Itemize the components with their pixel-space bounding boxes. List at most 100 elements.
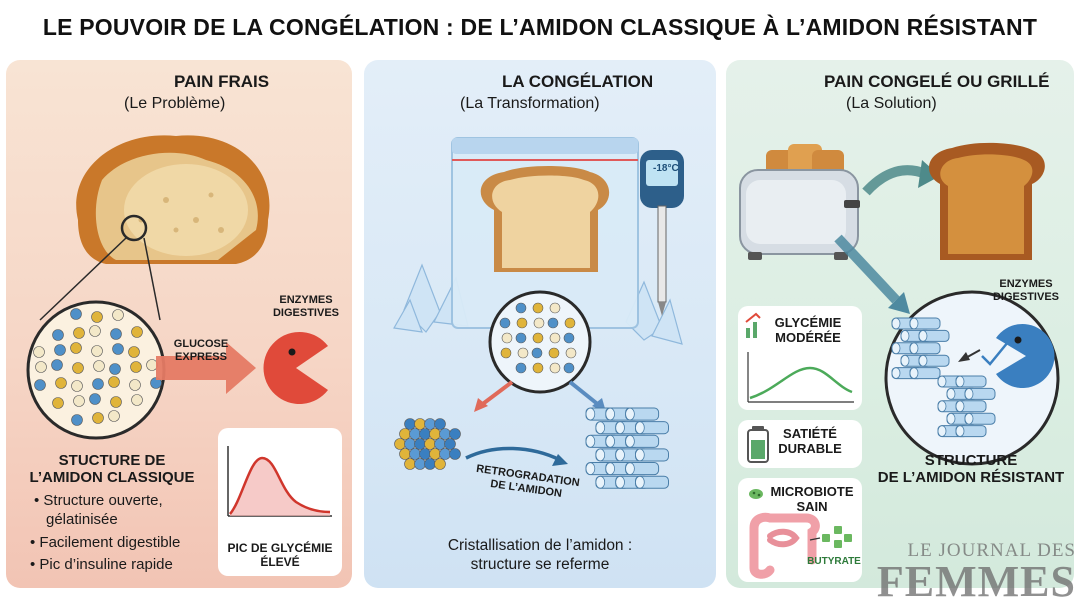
benefit-glycemia-label: GLYCÉMIE MODÉRÉE (774, 315, 842, 345)
starch-granule (548, 347, 560, 359)
enzymes-label-solution: ENZYMES DIGESTIVES (992, 278, 1060, 303)
starch-granule (404, 418, 416, 430)
starch-granule (516, 317, 528, 329)
crystal-rod-cap (909, 367, 919, 379)
starch-granule (532, 362, 544, 374)
starch-granule (515, 302, 527, 314)
panel-solution-heading: PAIN CONGELÉ OU GRILLÉ (824, 72, 1050, 91)
starch-granule (146, 359, 158, 371)
enzymes-label-problem: ENZYMES DIGESTIVES (272, 294, 340, 319)
starch-granule (439, 448, 451, 460)
crystal-rod-cap (635, 448, 645, 462)
starch-granule (110, 328, 122, 340)
crystal-rod-cap (900, 330, 910, 342)
problem-illustration (26, 135, 342, 576)
starch-granule (499, 317, 511, 329)
starch-granule (108, 410, 120, 422)
starch-granule (429, 428, 441, 440)
starch-granule (429, 448, 441, 460)
starch-granule (72, 362, 84, 374)
starch-granule (449, 448, 461, 460)
granule-cluster-icon (394, 418, 461, 470)
starch-granule (439, 428, 451, 440)
crystal-rod-cap (635, 475, 645, 489)
starch-granule (33, 346, 45, 358)
starch-granule (112, 343, 124, 355)
starch-granule (110, 396, 122, 408)
intestine-icon (749, 512, 820, 579)
crystal-rod-cap (595, 475, 606, 489)
enzyme-pacman-icon (996, 324, 1055, 388)
starch-granule (109, 363, 121, 375)
benefit-microbiote-label: MICROBIOTE SAIN (770, 484, 854, 514)
classic-structure-title: STUCTURE DE L’AMIDON CLASSIQUE (29, 452, 195, 487)
starch-granule (414, 438, 426, 450)
classic-bullet-1-cont: gélatinisée (46, 511, 118, 528)
starch-granule (129, 379, 141, 391)
crystal-rod-cap (937, 400, 947, 413)
retrogradation-arrow-icon (465, 446, 561, 462)
starch-granule (128, 346, 140, 358)
crystal-rod-cap (937, 425, 947, 437)
starch-granule (424, 418, 436, 430)
glucose-label: GLUCOSE EXPRESS (173, 338, 229, 363)
crystal-rod-cap (955, 400, 965, 413)
crystal-rod-cap (891, 317, 901, 330)
crystal-rod-cap (605, 462, 616, 475)
starch-granule (394, 438, 406, 450)
crystal-rod-cap (585, 434, 596, 448)
starch-granule (131, 394, 143, 406)
crystal-rod-cap (625, 407, 635, 421)
starch-granule (549, 332, 561, 344)
crystal-rod-cap (946, 388, 956, 400)
battery-icon (747, 426, 769, 463)
crystal-rod-cap (964, 412, 974, 425)
magnifier-ring-icon (120, 214, 148, 242)
starch-granule (52, 329, 64, 341)
starch-granule (91, 345, 103, 357)
crystal-rod-cap (891, 342, 901, 355)
starch-granule (532, 332, 544, 344)
panel-problem: PAIN FRAIS (Le Problème) (6, 60, 352, 588)
resistant-structure-title: STRUCTURE DE L’AMIDON RÉSISTANT (877, 452, 1065, 487)
starch-granule (409, 448, 421, 460)
crystal-rod-cap (595, 448, 606, 462)
starch-granule (517, 347, 529, 359)
toaster-icon (739, 144, 860, 260)
starch-granule (444, 438, 456, 450)
starch-granule (89, 325, 101, 337)
arrow-right-icon (568, 380, 602, 408)
brand-logo: LE JOURNAL DES FEMMES (876, 540, 1076, 607)
arrow-to-toast-icon (862, 165, 928, 196)
benefit-card-microbiote (738, 478, 862, 582)
butyrate-label: BUTYRATE (807, 556, 861, 567)
panel-problem-heading: PAIN FRAIS (174, 72, 270, 91)
crystal-rod-cap (585, 407, 596, 421)
crystal-cluster-icon (585, 407, 669, 489)
panel-solution: PAIN CONGELÉ OU GRILLÉ (La Solution) (726, 60, 1074, 588)
starch-granule (531, 347, 543, 359)
crystal-rod-cap (937, 375, 947, 388)
crystal-rod-cap (955, 425, 965, 437)
crystal-rod-cap (615, 475, 625, 489)
starch-granule (424, 458, 436, 470)
starch-granule (71, 414, 83, 426)
starch-granule (515, 362, 527, 374)
crystal-rod-cap (918, 330, 928, 342)
starch-granule (515, 332, 527, 344)
panel-transformation-subheading: (La Transformation) (460, 95, 600, 112)
crystal-rod-cap (605, 434, 616, 448)
panel-solution-subheading: (La Solution) (846, 95, 937, 112)
starch-granule (414, 418, 426, 430)
starch-granule (35, 361, 47, 373)
panel-transformation: LA CONGÉLATION (La Transformation) (364, 60, 716, 588)
starch-granule (500, 347, 512, 359)
starch-granule (501, 332, 513, 344)
starch-granule (51, 359, 63, 371)
classic-bullet-2: • Facilement digestible (30, 534, 181, 551)
glycemia-peak-curve (229, 456, 331, 515)
crystal-rod-cap (900, 354, 910, 367)
classic-bullet-1: • Structure ouverte, (34, 492, 163, 509)
arrow-to-structure-icon (834, 234, 900, 304)
glucose-arrow-icon (156, 342, 256, 394)
